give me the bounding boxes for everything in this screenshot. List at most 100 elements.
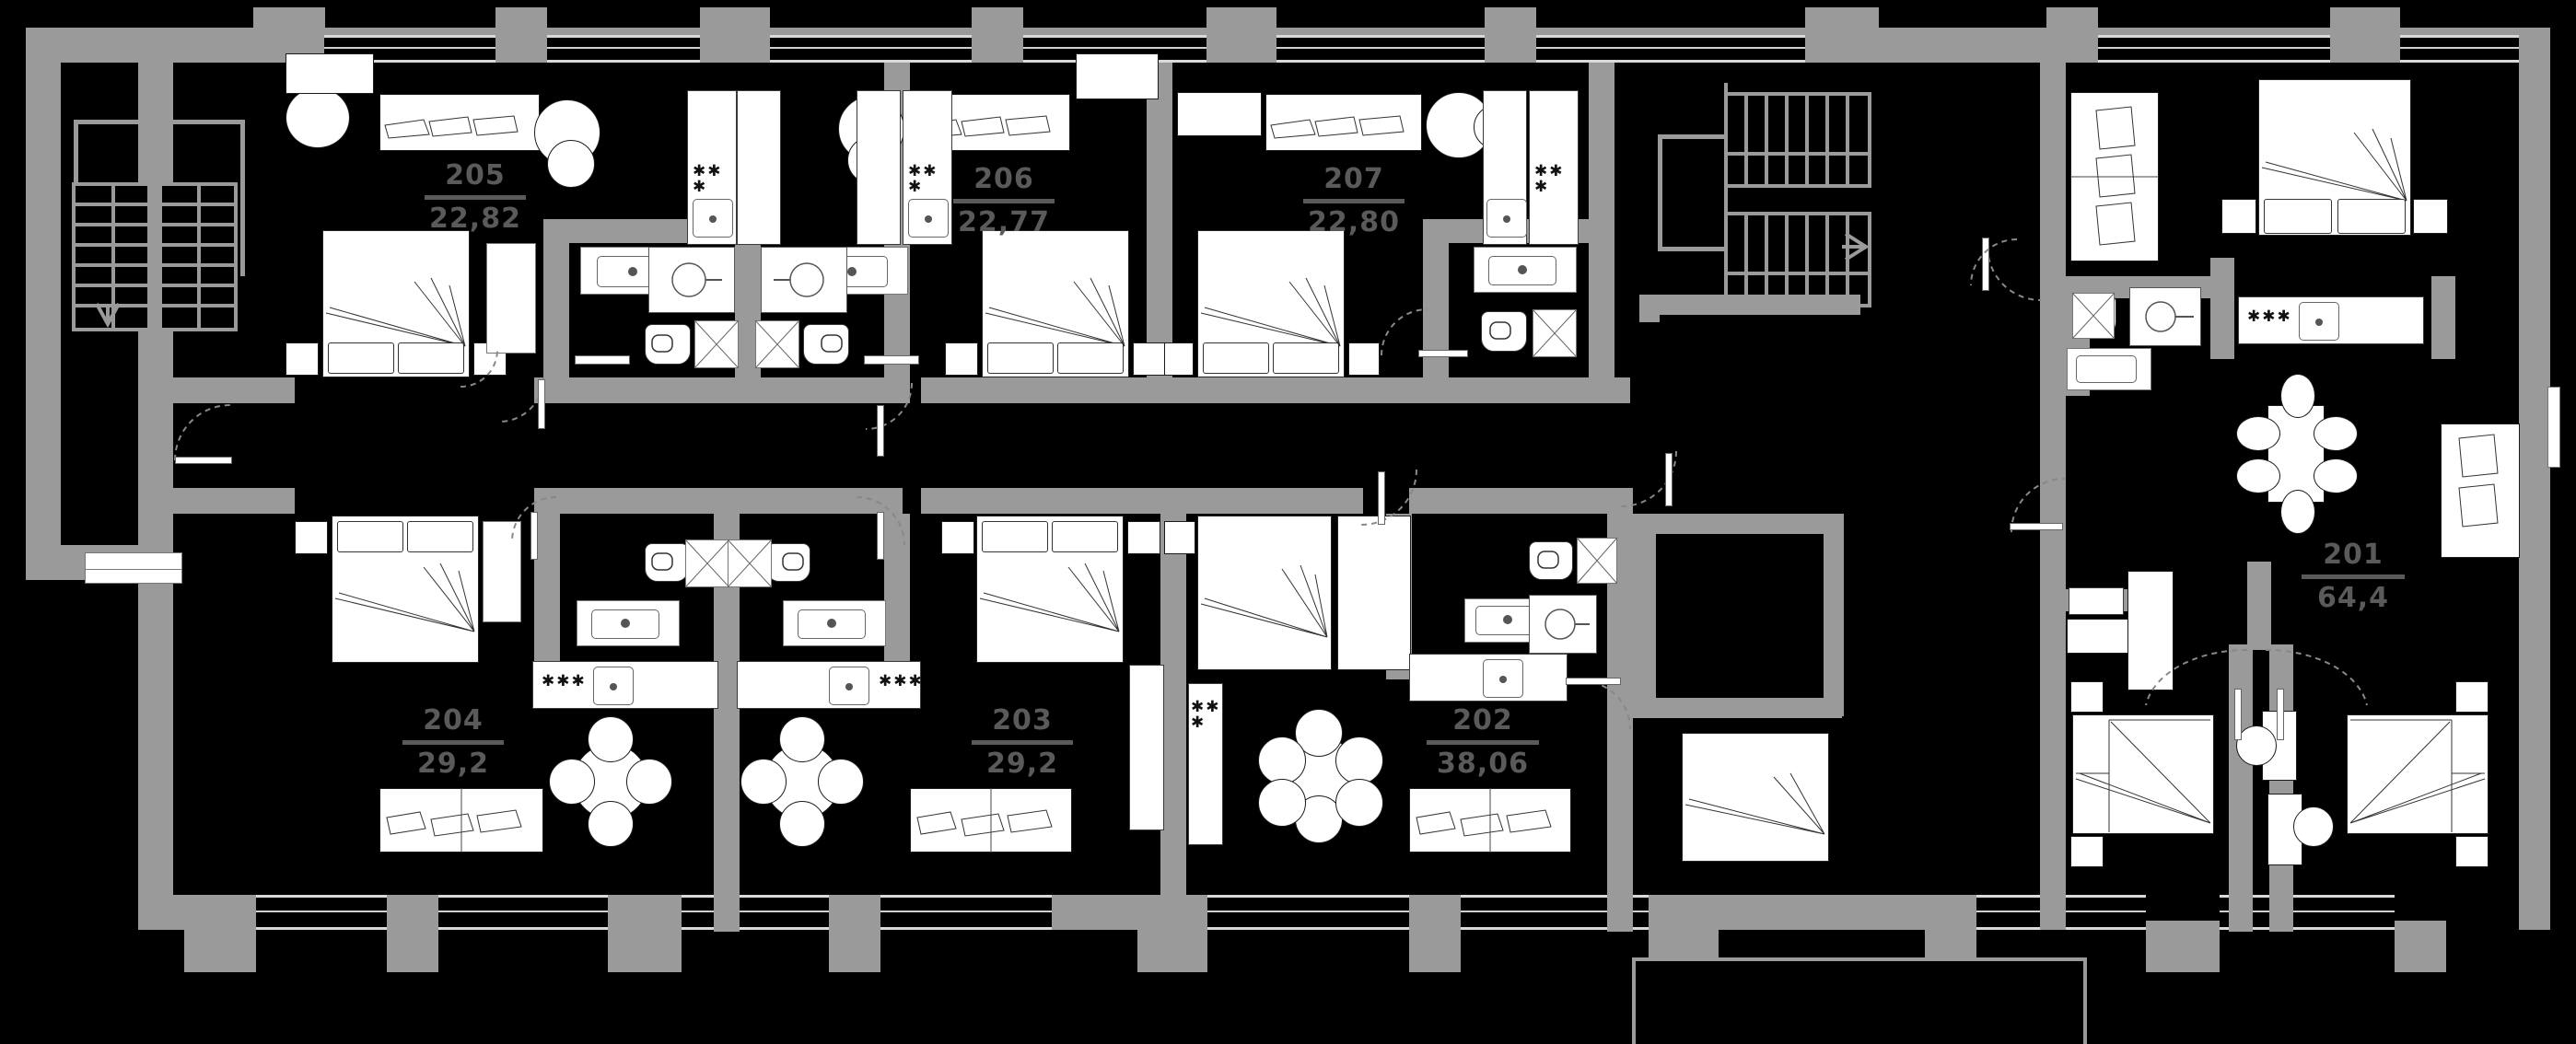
tall-cabinet-202: [1129, 665, 1164, 830]
chair-204-e: [626, 759, 672, 805]
room-label-204: 204 29,2: [379, 707, 527, 778]
stair-west-step-4: [72, 263, 238, 267]
stair-center-step-10: [1805, 212, 1809, 307]
window-top-3: [770, 35, 972, 63]
toilet-detail-203: [782, 552, 804, 571]
pillow-206-b: [1057, 342, 1124, 374]
toilet-detail-206: [821, 334, 843, 353]
pilaster-top-4: [972, 7, 1023, 63]
stair-west-step-6: [72, 304, 238, 307]
door-leaf-203: [877, 512, 884, 560]
door-swing-204: [511, 496, 557, 542]
chair-204-n: [588, 716, 634, 762]
chair-202-ne: [1335, 737, 1383, 784]
door-leaf-206: [877, 405, 884, 457]
sink-drain-204: [610, 683, 617, 690]
room-number-205: 205: [445, 159, 506, 191]
sink-drain-202: [1499, 676, 1507, 683]
label-rule-203: [972, 740, 1073, 745]
door-leaf-common: [1665, 453, 1673, 506]
label-rule-202: [1427, 740, 1539, 745]
door-swing-202: [1360, 469, 1417, 526]
wall-divider-205-bath: [543, 219, 569, 403]
window-bottom-1: [256, 895, 387, 930]
bath-sink-drain-206: [847, 267, 857, 276]
wall-common-area-left: [1630, 514, 1656, 716]
bath-sink-201: [2076, 355, 2137, 383]
door-swing-bath-205: [498, 377, 544, 423]
door-swing-corridor-205: [460, 349, 498, 388]
console-201: [2069, 587, 2124, 615]
washer-cross-203: [727, 539, 773, 588]
chair-202-se: [1335, 779, 1383, 827]
stair-center-landing-top: [1658, 134, 1727, 139]
room-area-201: 64,4: [2316, 582, 2390, 614]
bed-duvet-201-bed3: [2349, 719, 2486, 832]
shower-head-206: [774, 262, 824, 297]
stair-west-step-1: [72, 203, 238, 206]
stove-burners-201: ✱✱✱: [2247, 307, 2292, 326]
window-mullion-b5: [1207, 911, 1409, 912]
door-leaf-204: [530, 512, 538, 560]
desk-chair-201-b: [2293, 806, 2334, 847]
pilaster-bottom-10: [2395, 921, 2446, 972]
pillow-204-a: [337, 521, 403, 552]
pouf-205: [547, 140, 595, 188]
door-swing-206: [865, 382, 913, 430]
chair-203-n: [779, 716, 825, 762]
wall-lobby-enclosure-left: [1589, 63, 1614, 243]
wall-common-area-right: [1824, 514, 1844, 716]
toilet-detail-202: [1537, 551, 1559, 569]
window-mullion-1: [324, 47, 495, 49]
chair-202-nw: [1258, 737, 1306, 784]
label-rule-206: [953, 199, 1055, 203]
window-mullion-b2: [438, 911, 608, 912]
wall-upper-corridor-bottom: [138, 377, 295, 403]
nightstand-201-b3: [2455, 681, 2489, 713]
pilaster-top-5: [1206, 7, 1276, 63]
door-leaf-202: [1378, 471, 1385, 525]
bed-duvet-201-master: [2261, 128, 2407, 202]
bed-202: [1197, 516, 1332, 670]
armchair-205: [286, 87, 350, 148]
wall-common-area-top: [1630, 514, 1844, 534]
towel-rail-205: [575, 355, 630, 365]
chair-201-5: [2314, 416, 2358, 451]
room-number-204: 204: [423, 704, 484, 737]
pilaster-top-2: [495, 7, 547, 63]
stove-burners-204: ✱✱✱: [542, 672, 587, 690]
toilet-detail-207: [1489, 321, 1511, 340]
towel-rail-206: [864, 355, 919, 365]
pilaster-top-6: [1485, 7, 1536, 63]
room-area-202: 38,06: [1437, 748, 1529, 780]
shower-head-205: [671, 262, 722, 297]
door-leaf-201-hall: [2010, 523, 2063, 530]
stair-west-mid2: [197, 182, 201, 331]
door-leaf-201-bed3: [2277, 689, 2284, 740]
nightstand-206-right: [1133, 342, 1166, 376]
bed-duvet-203: [979, 563, 1120, 632]
washer-cross-206: [754, 319, 800, 369]
room-number-203: 203: [992, 704, 1053, 737]
wall-divider-203b: [1160, 514, 1186, 932]
sink-drain-201: [2315, 319, 2323, 326]
terrace-outline: [1632, 957, 2087, 1044]
door-leaf-207: [1418, 350, 1468, 357]
window-top-7: [2098, 35, 2330, 63]
shower-head-202: [1544, 609, 1590, 640]
stair-west-step-5: [72, 284, 238, 287]
room-area-203: 29,2: [985, 748, 1059, 780]
pillow-207-a: [1203, 342, 1269, 374]
bed-202-second: [1337, 516, 1411, 670]
stair-center-spine: [1724, 83, 1728, 313]
sink-201: [2299, 302, 2339, 341]
nightstand-201-b2b: [2070, 836, 2104, 867]
window-mullion-2: [547, 47, 700, 49]
pilaster-top-8: [2046, 7, 2098, 63]
stove-burners-203: ✱✱✱: [879, 672, 924, 690]
shower-201: [2129, 287, 2201, 346]
chair-201-1: [2280, 374, 2315, 418]
sofa-cushions-201-right: [2458, 434, 2499, 528]
pilaster-bottom-2: [387, 921, 438, 972]
window-mullion-5: [1276, 47, 1485, 49]
